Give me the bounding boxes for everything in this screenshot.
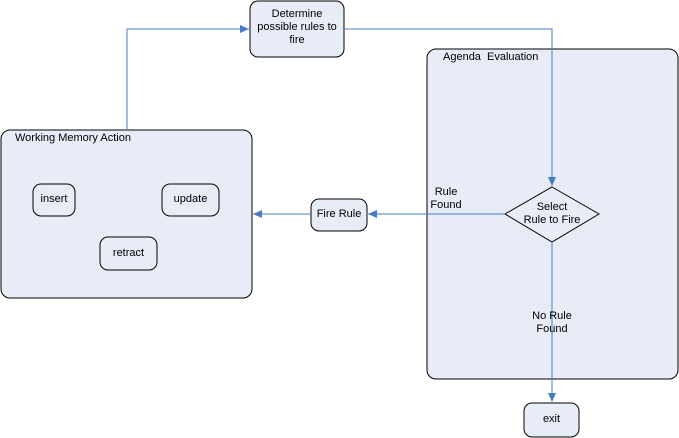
agenda-evaluation-title: Agenda Evaluation (443, 51, 539, 63)
select-rule-label: Select Rule to Fire (523, 201, 581, 226)
insert-label: insert (40, 193, 68, 205)
working-memory-title: Working Memory Action (15, 132, 131, 144)
determine-rules-label: Determine possible rules to fire (257, 8, 337, 46)
retract-label: retract (112, 247, 145, 259)
no-rule-found-label: No Rule Found (532, 310, 572, 335)
fire-rule-label: Fire Rule (316, 208, 362, 220)
update-label: update (173, 193, 208, 205)
insert-node (32, 183, 76, 217)
update-node (161, 183, 220, 217)
fire-rule-node (310, 198, 368, 232)
edge-determine-to-select (344, 28, 556, 186)
rule-found-label: Rule Found (430, 186, 462, 211)
edge-working-memory-to-determine (126, 25, 249, 130)
exit-label: exit (542, 413, 561, 425)
exit-node (523, 402, 580, 438)
retract-node (99, 236, 158, 271)
